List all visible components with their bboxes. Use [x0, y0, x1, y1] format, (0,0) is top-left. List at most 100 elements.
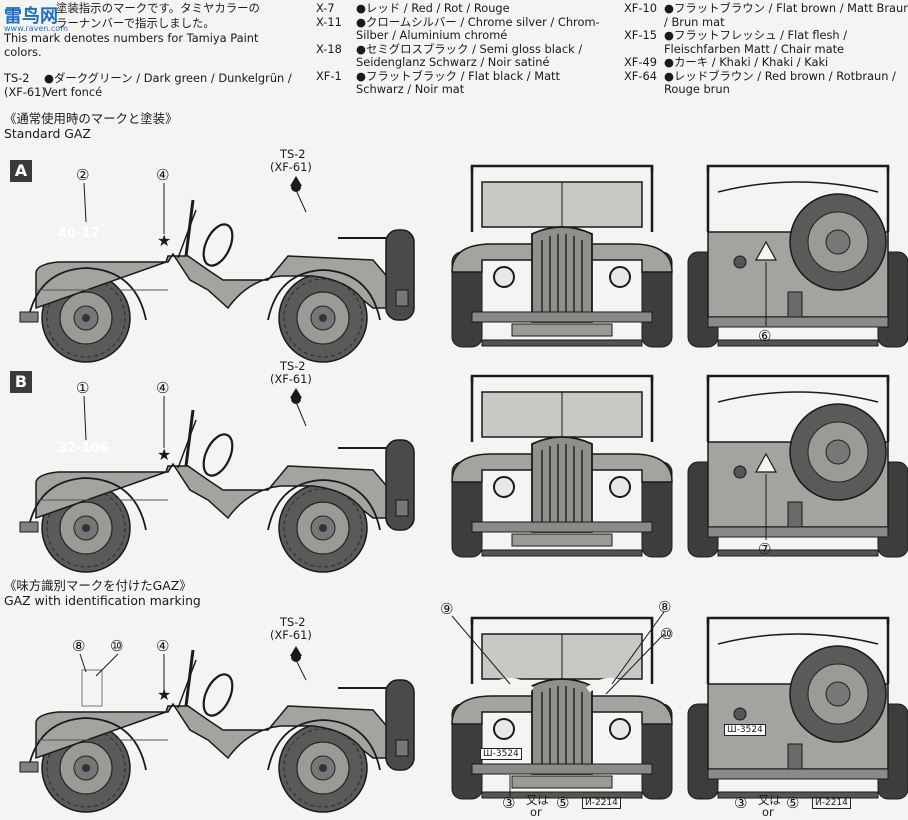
marker-4: ④: [156, 379, 170, 397]
paint-entry-cont: Schwarz / Noir mat: [316, 82, 600, 97]
paint-desc: Seidenglanz Schwarz / Noir satiné: [356, 55, 550, 69]
identification-band-front: [486, 678, 534, 693]
intro-line-2: ラーナンバーで指示しました。: [56, 16, 215, 30]
paint-callout-b-line1: TS-2: [280, 359, 306, 373]
paint-code: XF-10: [624, 1, 657, 15]
rear-view-b: [686, 374, 908, 559]
paint-desc: Schwarz / Noir mat: [356, 82, 465, 96]
paint-entry-cont: / Brun mat: [624, 14, 908, 30]
paint-code: X-18: [316, 41, 342, 56]
paint-code: (XF-61): [4, 84, 46, 99]
marker-10: ⑩: [110, 637, 124, 655]
side-view-c: [20, 650, 414, 812]
standard-heading-en: Standard GAZ: [4, 126, 91, 141]
side-view-a: [20, 200, 414, 362]
standard-heading-jp: 《通常使用時のマークと塗装》: [4, 111, 178, 126]
paint-entry-cont: Rouge brun: [624, 82, 908, 97]
paint-desc: / Brun mat: [664, 14, 725, 29]
intro-line-4: colors.: [4, 45, 42, 59]
intro-line-3: This mark denotes numbers for Tamiya Pai…: [4, 31, 259, 45]
paint-callout-a-line2: (XF-61): [270, 160, 312, 174]
plate-legend-front: И-2214: [582, 797, 621, 809]
triangle-mark-icon: [754, 452, 778, 473]
side-view-b: [20, 410, 414, 572]
marker-1: ①: [76, 379, 90, 397]
marker-5: ⑤: [556, 794, 570, 812]
front-view-c: [450, 616, 674, 801]
marker-8: ⑧: [72, 637, 86, 655]
paint-desc: Silber / Aluminium chromé: [356, 28, 508, 42]
marker-3: ③: [502, 794, 516, 812]
paint-entry-cont: Fleischfarben Matt / Chair mate: [624, 41, 908, 57]
paint-entry: (XF-61)Vert foncé: [4, 84, 292, 100]
marker-4: ④: [156, 166, 170, 184]
paint-entry: X-18 ●セミグロスブラック / Semi gloss black /: [316, 41, 600, 57]
paint-column-1: TS-2 ●ダークグリーン / Dark green / Dunkelgrün /…: [4, 71, 292, 100]
paint-desc: ●フラットブラック / Flat black / Matt: [356, 68, 560, 83]
ident-heading-jp: 《味方識別マークを付けたGAZ》: [4, 578, 192, 593]
or-en: or: [762, 805, 774, 819]
watermark-url: www.raven.com: [4, 24, 68, 33]
paint-code: XF-49: [624, 55, 657, 69]
paint-entry: TS-2 ●ダークグリーン / Dark green / Dunkelgrün /: [4, 71, 292, 86]
paint-entry: XF-49 ●カーキ / Khaki / Khaki / Kaki: [624, 55, 908, 70]
paint-desc: Vert foncé: [44, 84, 103, 99]
paint-callout-b-line2: (XF-61): [270, 372, 312, 386]
hood-number-b: 32-106: [58, 441, 109, 456]
marker-9: ⑨: [440, 600, 454, 618]
paint-desc: ●フラットブラウン / Flat brown / Matt Braun: [664, 1, 908, 15]
marker-6: ⑥: [758, 327, 772, 345]
paint-desc: Rouge brun: [664, 82, 730, 96]
star-icon: ★: [157, 231, 171, 250]
or-jp: 又は: [758, 793, 781, 807]
star-icon: ★: [157, 685, 171, 704]
paint-code: X-7: [316, 1, 335, 15]
marker-10: ⑩: [660, 625, 674, 643]
identification-band: [81, 669, 103, 707]
paint-desc: Fleischfarben Matt / Chair mate: [664, 41, 845, 56]
paint-code: X-11: [316, 14, 342, 29]
paint-desc: ●セミグロスブラック / Semi gloss black /: [356, 41, 583, 56]
marker-5: ⑤: [786, 794, 800, 812]
paint-desc: ●レッドブラウン / Red brown / Rotbraun /: [664, 68, 896, 83]
front-view-b: [450, 374, 674, 559]
watermark-logo: 雷鸟网: [4, 6, 58, 27]
paint-callout-a-line1: TS-2: [280, 147, 306, 161]
paint-desc: ●クロームシルバー / Chrome silver / Chrom-: [356, 14, 600, 29]
or-jp: 又は: [526, 793, 549, 807]
marker-3: ③: [734, 794, 748, 812]
paint-code: TS-2: [4, 71, 30, 85]
plate-rear: Ш-3524: [724, 724, 766, 736]
paint-column-2: X-7 ●レッド / Red / Rot / Rouge X-11 ●クロームシルバ…: [316, 1, 600, 97]
intro-line-1: 塗装指示のマークです。タミヤカラーの: [56, 1, 260, 15]
paint-code: XF-64: [624, 68, 657, 83]
paint-desc: ●レッド / Red / Rot / Rouge: [356, 1, 510, 15]
paint-entry-cont: Seidenglanz Schwarz / Noir satiné: [316, 55, 600, 70]
paint-desc: ●カーキ / Khaki / Khaki / Kaki: [664, 55, 829, 69]
ident-heading-en: GAZ with identification marking: [4, 593, 201, 608]
rear-view-a: [686, 164, 908, 349]
paint-entry: XF-15 ●フラットフレッシュ / Flat flesh /: [624, 28, 908, 43]
rear-view-c: [686, 616, 908, 801]
paint-entry: X-7 ●レッド / Red / Rot / Rouge: [316, 1, 600, 16]
paint-code: XF-15: [624, 28, 657, 42]
paint-entry: XF-1 ●フラットブラック / Flat black / Matt: [316, 68, 600, 84]
plate-legend-rear: И-2214: [812, 797, 851, 809]
triangle-mark-icon: [754, 240, 778, 261]
paint-desc: ●ダークグリーン / Dark green / Dunkelgrün /: [44, 71, 292, 85]
paint-desc: ●フラットフレッシュ / Flat flesh /: [664, 28, 848, 42]
marker-4: ④: [156, 637, 170, 655]
marker-8: ⑧: [658, 598, 672, 616]
paint-entry-cont: Silber / Aluminium chromé: [316, 28, 600, 43]
panel-label-a: A: [10, 160, 32, 182]
paint-callout-c-line1: TS-2: [280, 615, 306, 629]
paint-code: XF-1: [316, 68, 342, 83]
front-view-a: [450, 164, 674, 349]
marker-2: ②: [76, 166, 90, 184]
paint-entry: XF-64 ●レッドブラウン / Red brown / Rotbraun /: [624, 68, 908, 84]
marker-7: ⑦: [758, 540, 772, 558]
paint-entry: XF-10 ●フラットブラウン / Flat brown / Matt Braun: [624, 1, 908, 16]
star-icon: ★: [157, 445, 171, 464]
hood-number-a: 40-17: [58, 226, 100, 241]
